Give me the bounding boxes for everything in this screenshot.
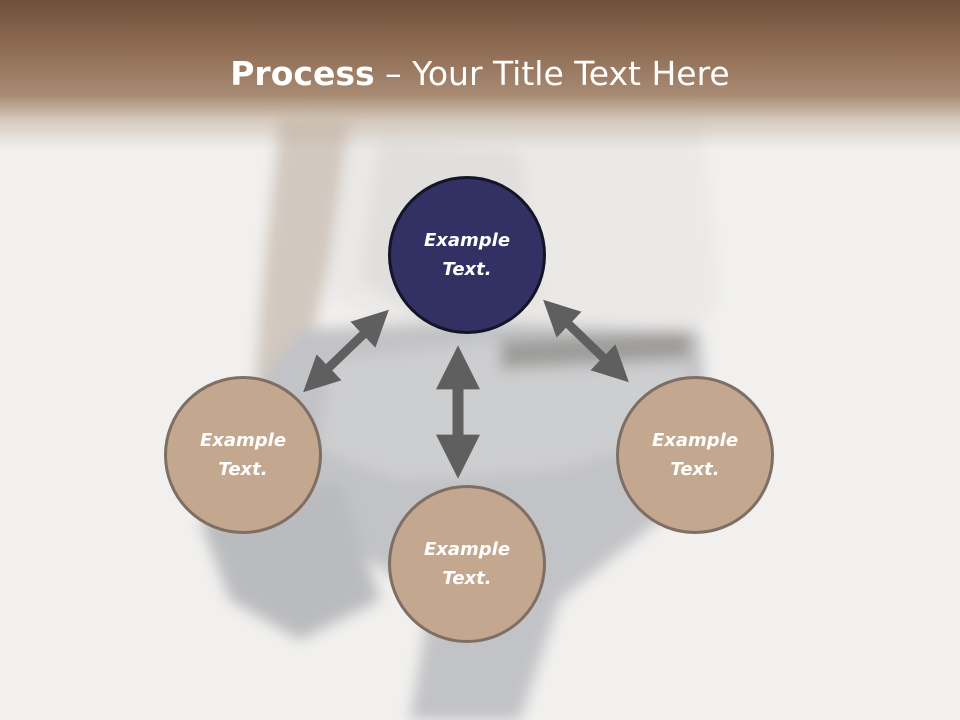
- node-center-line2: Text.: [442, 259, 492, 280]
- arrow-top-right: [543, 299, 629, 383]
- node-left-line1: Example: [199, 430, 287, 451]
- node-right-line2: Text.: [670, 459, 720, 480]
- slide-title: Process – Your Title Text Here: [0, 52, 960, 96]
- node-right: Example Text.: [616, 376, 774, 534]
- arrow-top-left: [303, 309, 389, 393]
- node-bottom-line2: Text.: [442, 568, 492, 589]
- node-center-line1: Example: [423, 230, 511, 251]
- node-left: Example Text.: [164, 376, 322, 534]
- node-center: Example Text.: [388, 176, 546, 334]
- title-rest: – Your Title Text Here: [374, 54, 730, 93]
- node-bottom-line1: Example: [423, 539, 511, 560]
- node-right-line1: Example: [651, 430, 739, 451]
- node-bottom: Example Text.: [388, 485, 546, 643]
- node-left-line2: Text.: [218, 459, 268, 480]
- title-bar: [0, 0, 960, 150]
- title-bold: Process: [230, 54, 375, 93]
